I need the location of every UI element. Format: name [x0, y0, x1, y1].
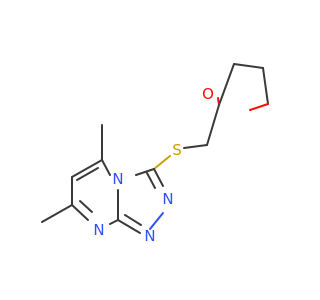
bond-thf-c3-c4 — [233, 63, 264, 69]
atom-nitrogen-n2: N — [162, 190, 173, 208]
bonds — [41, 63, 269, 234]
bond-s-c3 — [153, 155, 171, 170]
bond-thf-o-c2 — [217, 97, 220, 106]
atom-nitrogen-n8: N — [93, 221, 104, 239]
bond-n8-c8a — [109, 219, 119, 225]
bond-n1-c8a-double — [124, 214, 142, 226]
bond-c7-n8 — [71, 204, 89, 221]
bond-c3-n4 — [135, 168, 155, 176]
bond-thf-c2-c3 — [218, 63, 235, 106]
atom-labels: S O N N N N — [93, 85, 214, 245]
bond-n4-c5 — [101, 159, 111, 176]
bond-c7-n8-double — [79, 200, 93, 213]
molecule-structure: S O N N N N — [41, 63, 269, 245]
atom-sulfur: S — [172, 141, 182, 159]
bond-c3-n2-double — [146, 172, 156, 189]
bond-thf-c5-o — [249, 103, 269, 111]
bond-n1-c8a — [117, 219, 141, 234]
bond-n2-n1 — [149, 212, 164, 230]
molecule-diagram: S O N N N N — [41, 63, 269, 245]
bond-c3-n2 — [153, 168, 164, 187]
bond-c2-ch2 — [206, 104, 220, 146]
bond-thf-c4-c5 — [262, 67, 269, 105]
bond-c5-c6 — [71, 159, 103, 178]
bond-c5-c6-double — [76, 167, 99, 181]
atom-oxygen: O — [202, 85, 214, 103]
bond-c7-methyl — [41, 204, 73, 223]
atom-nitrogen-n1: N — [144, 227, 155, 245]
bond-ch2-s — [183, 144, 208, 149]
atom-nitrogen-n4: N — [112, 170, 123, 188]
